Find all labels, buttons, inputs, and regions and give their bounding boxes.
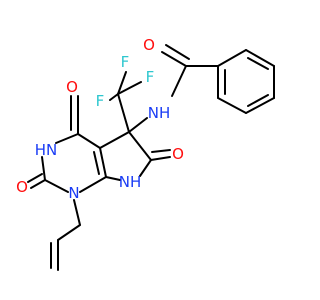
atom-n1: N (68, 184, 79, 202)
bond-c2-o-double (27, 173, 43, 183)
bond-c6-n7 (139, 159, 152, 177)
bond-nh-c5 (128, 117, 148, 133)
atom-label-layer: O NH F F F O HN O O N NH (16, 36, 184, 202)
bond-n7-c7a (105, 176, 121, 181)
bond-ar3-inner (247, 94, 269, 107)
bond-cf3-f-right (117, 81, 142, 95)
atom-f-right: F (146, 68, 155, 86)
bond-c2-n1 (44, 179, 69, 193)
atom-hn-ring: HN (35, 141, 58, 159)
structure-diagram: O NH F F F O HN O O N NH (16, 36, 275, 271)
bond-c6-o-double (151, 149, 171, 153)
bond-n1-c7a (79, 176, 107, 193)
bond-c4a-c4 (77, 133, 101, 149)
bond-carbonyl-nh (171, 65, 187, 97)
bond-ar5 (245, 49, 275, 67)
bond-cf3-f-left (109, 93, 119, 101)
atom-f-top: F (121, 53, 130, 71)
atom-o-c4: O (66, 78, 78, 96)
bond-n3-c2 (41, 156, 46, 181)
molecule-canvas: O NH F F F O HN O O N NH (16, 36, 275, 271)
bond-ar2 (217, 97, 247, 114)
bond-ar5-inner (247, 57, 269, 70)
atom-o-lactam: O (172, 145, 184, 163)
bond-ar6 (217, 49, 247, 67)
bond-c2-o (30, 179, 46, 189)
bond-carbonyl-co-2 (165, 44, 190, 60)
bond-c7a-c4a (99, 147, 107, 178)
bond-ch2-ch (57, 224, 81, 241)
bond-c5-c4a (99, 131, 130, 149)
bond-c7a-c4a-inner (93, 151, 100, 175)
atom-nh-amide: NH (148, 104, 171, 122)
bond-ar3 (245, 97, 275, 114)
atom-nh-pyrrole: NH (119, 173, 142, 191)
bond-c5-cf3 (117, 93, 130, 133)
atom-o-amide: O (143, 36, 155, 54)
bond-c4-n3 (55, 133, 79, 144)
bond-carbonyl-co-1 (161, 51, 187, 67)
atom-o-c2: O (16, 178, 28, 196)
bond-c6-o (150, 156, 171, 161)
bond-cf3-f-top (117, 71, 127, 95)
bond-c5-c6 (128, 131, 152, 161)
bond-layer (27, 44, 275, 271)
atom-f-left: F (96, 92, 105, 110)
bond-n1-ch2 (73, 199, 81, 226)
